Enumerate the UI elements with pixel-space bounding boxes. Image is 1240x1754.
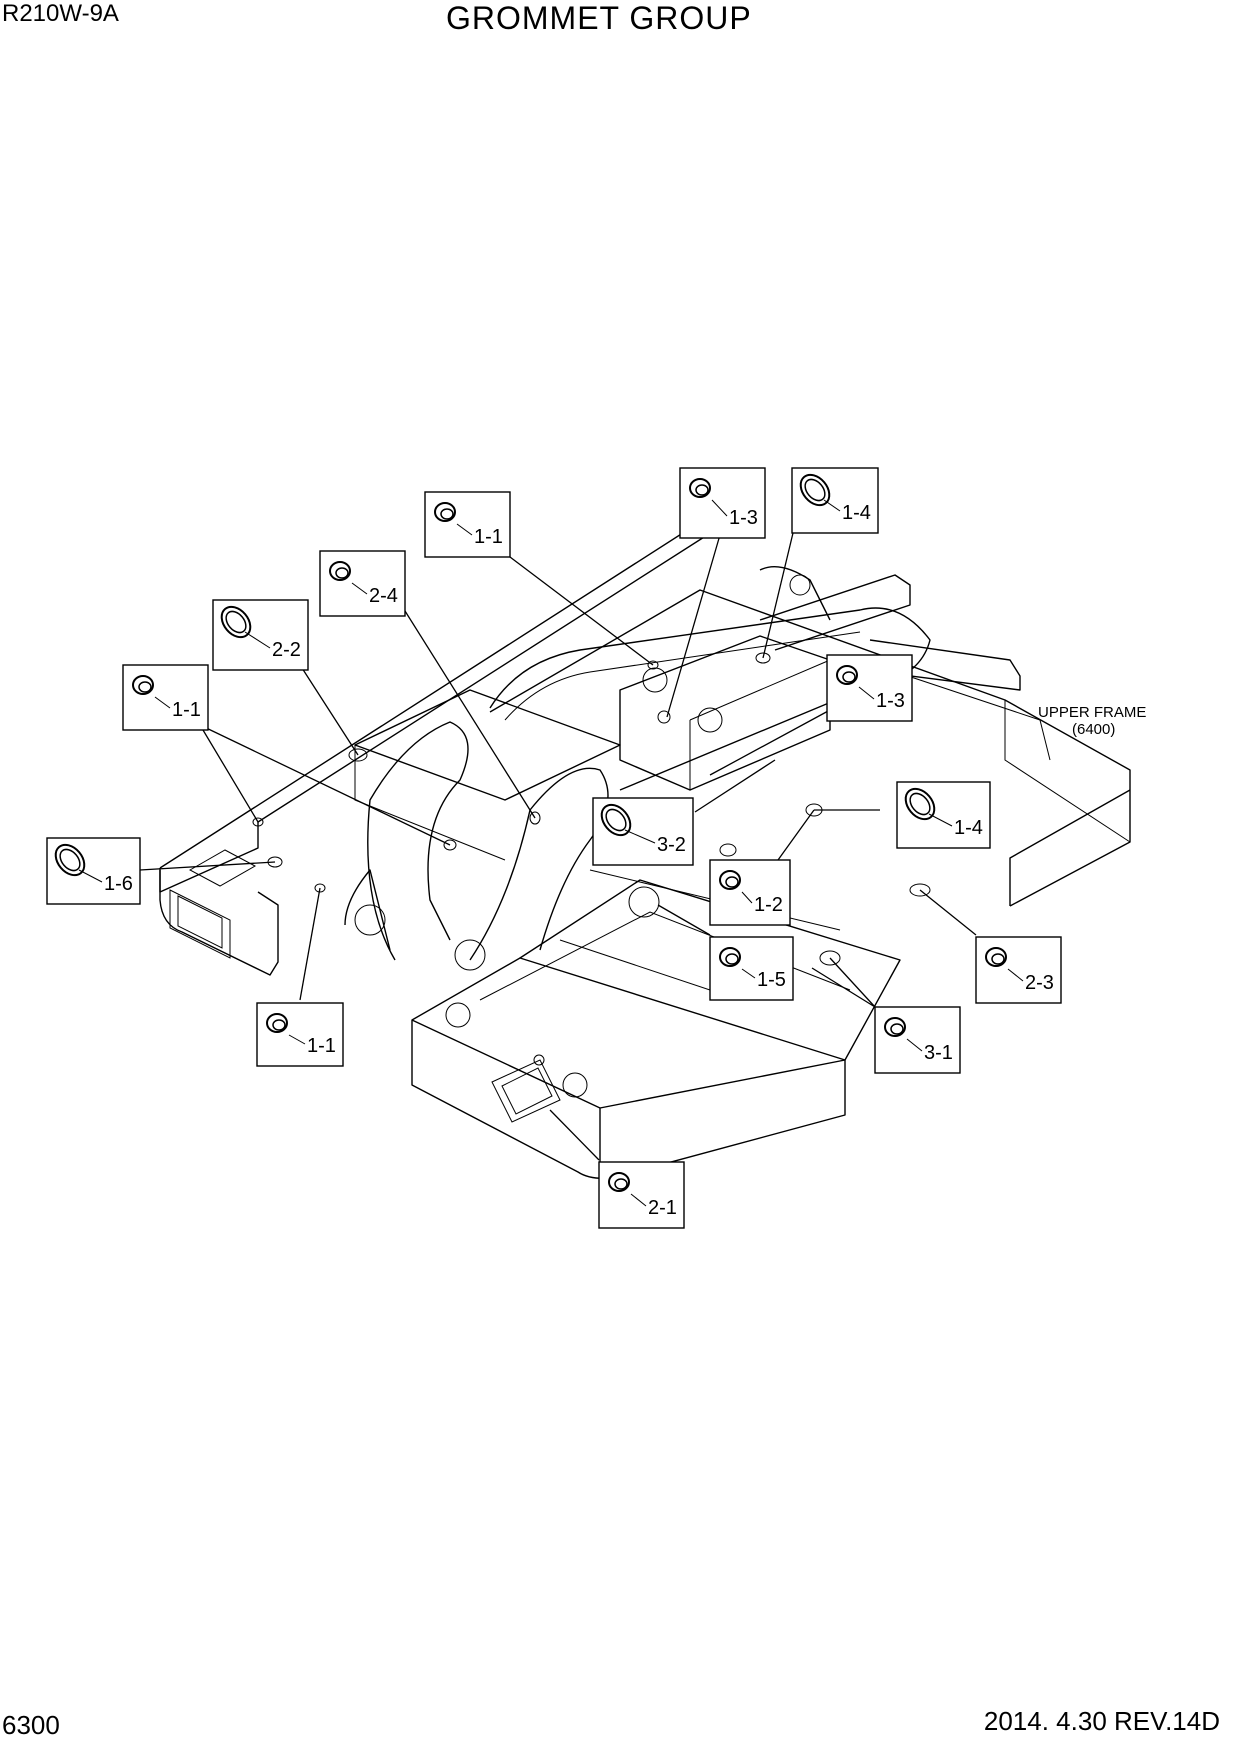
callout-frame xyxy=(256,1002,344,1067)
upper-frame-note: UPPER FRAME xyxy=(1038,704,1146,721)
callout-frame xyxy=(598,1161,685,1229)
oval-grommet-icon xyxy=(54,843,86,877)
callout-label: 1-6 xyxy=(104,873,133,895)
model-number: R210W-9A xyxy=(2,0,119,27)
callout-1-1: 1-1 xyxy=(256,1002,344,1067)
callout-2-2: 2-2 xyxy=(212,599,309,671)
oval-grommet-icon xyxy=(600,803,632,837)
callout-label: 1-1 xyxy=(172,699,201,721)
callout-pointer xyxy=(288,1034,306,1045)
callout-frame xyxy=(709,859,791,926)
callout-label: 1-3 xyxy=(729,507,758,529)
callout-pointer xyxy=(741,968,756,979)
callout-label: 3-2 xyxy=(657,834,686,856)
callout-frame xyxy=(122,664,209,731)
callout-label: 1-4 xyxy=(954,817,983,839)
callout-1-4: 1-4 xyxy=(896,781,991,849)
callout-label: 1-1 xyxy=(307,1035,336,1057)
callout-pointer xyxy=(928,813,953,827)
leader-lines xyxy=(139,527,977,1161)
callout-2-4: 2-4 xyxy=(319,550,406,617)
callout-pointer xyxy=(244,631,271,649)
round-grommet-icon xyxy=(132,675,154,695)
callout-3-2: 3-2 xyxy=(592,797,694,866)
oval-grommet-icon xyxy=(904,787,936,821)
callout-frame xyxy=(791,467,879,534)
callout-label: 2-4 xyxy=(369,585,398,607)
upper-frame-note-ref: (6400) xyxy=(1072,721,1115,738)
round-grommet-icon xyxy=(985,947,1007,967)
callout-label: 1-1 xyxy=(474,526,503,548)
callout-pointer xyxy=(741,891,753,904)
callout-1-5: 1-5 xyxy=(709,936,794,1001)
callout-2-1: 2-1 xyxy=(598,1161,685,1229)
round-grommet-icon xyxy=(884,1017,906,1037)
callout-pointer xyxy=(351,582,368,595)
callout-1-3: 1-3 xyxy=(826,654,913,722)
callout-pointer xyxy=(711,499,728,517)
callout-pointer xyxy=(906,1038,923,1052)
round-grommet-icon xyxy=(836,665,858,685)
page-number: 6300 xyxy=(2,1710,60,1740)
oval-grommet-icon xyxy=(220,605,252,639)
callout-frame xyxy=(975,936,1062,1004)
callout-label: 2-3 xyxy=(1025,972,1054,994)
callout-pointer xyxy=(78,869,103,883)
callout-frame xyxy=(319,550,406,617)
callout-frame xyxy=(46,837,141,905)
callout-frame xyxy=(896,781,991,849)
callout-frame xyxy=(424,491,511,558)
round-grommet-icon xyxy=(434,502,456,522)
page-title: GROMMET GROUP xyxy=(446,0,752,36)
callout-1-3: 1-3 xyxy=(679,467,766,539)
callout-1-4: 1-4 xyxy=(791,467,879,534)
oval-grommet-icon xyxy=(799,473,831,507)
callout-frame xyxy=(874,1006,961,1074)
callout-label: 1-2 xyxy=(754,894,783,916)
callout-2-3: 2-3 xyxy=(975,936,1062,1004)
callout-label: 1-5 xyxy=(757,969,786,991)
callout-frame xyxy=(826,654,913,722)
callout-pointer xyxy=(1007,968,1024,982)
callout-1-2: 1-2 xyxy=(709,859,791,926)
callout-pointer xyxy=(456,523,473,536)
callout-pointer xyxy=(630,1193,647,1207)
round-grommet-icon xyxy=(608,1172,630,1192)
callout-label: 2-1 xyxy=(648,1197,677,1219)
revision-date: 2014. 4.30 REV.14D xyxy=(983,1706,1220,1736)
callout-frame xyxy=(709,936,794,1001)
round-grommet-icon xyxy=(266,1013,288,1033)
callout-1-1: 1-1 xyxy=(122,664,209,731)
callout-pointer xyxy=(823,499,841,512)
callout-label: 1-3 xyxy=(876,690,905,712)
round-grommet-icon xyxy=(719,947,741,967)
callout-pointer xyxy=(858,686,875,700)
callout-label: 3-1 xyxy=(924,1042,953,1064)
round-grommet-icon xyxy=(329,561,351,581)
callout-label: 1-4 xyxy=(842,502,871,524)
callout-3-1: 3-1 xyxy=(874,1006,961,1074)
round-grommet-icon xyxy=(689,478,711,498)
round-grommet-icon xyxy=(719,870,741,890)
callout-pointer xyxy=(624,829,656,844)
callout-pointer xyxy=(154,696,171,709)
callout-1-1: 1-1 xyxy=(424,491,511,558)
callout-1-6: 1-6 xyxy=(46,837,141,905)
callout-boxes: 1-1 1-3 1-4 2-4 2-2 1-1 1-3 1-4 3-2 1-6 1-2 1-5 2-3 1… xyxy=(46,467,1062,1229)
callout-label: 2-2 xyxy=(272,639,301,661)
